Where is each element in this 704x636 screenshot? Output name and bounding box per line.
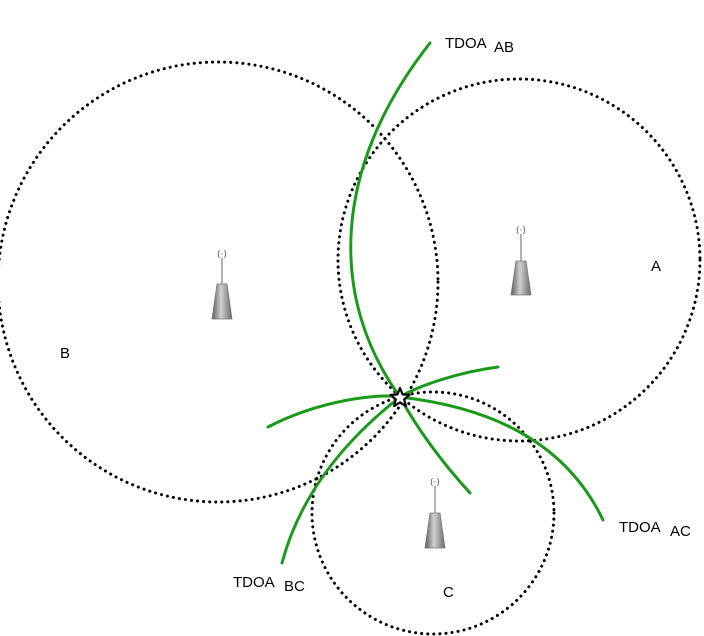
tdoa-bc-label: TDOA BC [233, 574, 305, 595]
tdoa-bc-label-main: TDOA [233, 574, 275, 591]
station-label-c: C [443, 584, 454, 601]
tdoa-bc-label-subscript: BC [284, 578, 305, 595]
station-label-a: A [651, 258, 661, 275]
antenna-waves-icon: (·) [217, 250, 227, 260]
station-b-tower-icon: (·) [211, 250, 233, 320]
coverage-circle-a [336, 77, 702, 443]
tdoa-ac-label-main: TDOA [619, 519, 661, 536]
tdoa-bc-curve [280, 365, 500, 565]
tdoa-ab-label-main: TDOA [445, 35, 487, 52]
station-a-tower-icon: (·) [510, 226, 532, 296]
station-label-b: B [60, 345, 70, 362]
tdoa-ac-curve [266, 394, 605, 522]
station-c-tower-icon: (·) [424, 478, 446, 549]
antenna-waves-icon: (·) [430, 478, 440, 488]
coverage-circle-b [0, 60, 440, 504]
tdoa-ab-label-subscript: AB [494, 39, 514, 56]
tdoa-ac-label: TDOA AC [619, 519, 691, 540]
coverage-circle-c [310, 390, 556, 636]
tdoa-ac-label-subscript: AC [670, 523, 691, 540]
antenna-waves-icon: (·) [516, 226, 526, 236]
tdoa-ab-label: TDOA AB [445, 35, 514, 56]
tdoa-ab-curve [349, 41, 472, 495]
target-star-icon [389, 386, 411, 408]
